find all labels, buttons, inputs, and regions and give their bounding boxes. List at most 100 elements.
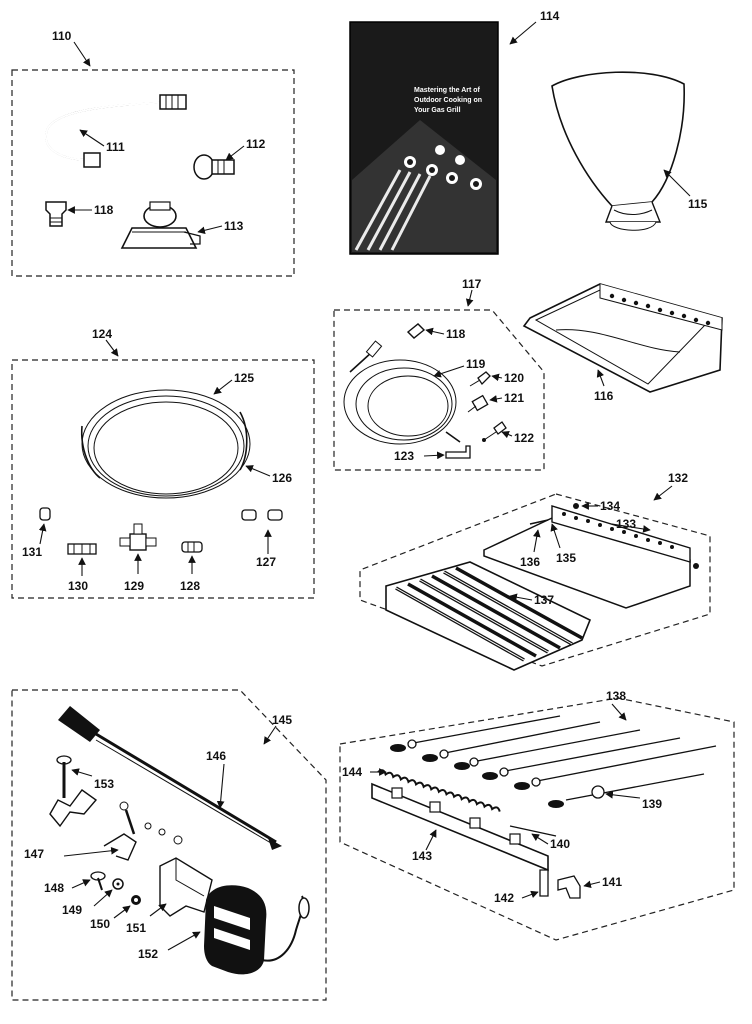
group-110: 110 111 112 118 — [11, 29, 295, 277]
part-label-130: 130 — [68, 579, 88, 593]
part-122-terminal: 122 — [482, 421, 534, 445]
part-label-139: 139 — [642, 797, 662, 811]
part-128-nut: 128 — [180, 541, 203, 593]
part-label-122: 122 — [514, 431, 534, 445]
group-132: 132 133 134 135 — [359, 471, 711, 671]
part-152-motor: 152 — [138, 885, 310, 975]
part-149-washer: 149 — [62, 878, 124, 917]
group-138-box — [339, 697, 735, 941]
group-124: 124 125 126 131 130 — [11, 327, 315, 599]
part-label-131: 131 — [22, 545, 42, 559]
group-110-box — [11, 69, 295, 277]
part-label-146: 146 — [206, 749, 226, 763]
group-132-box — [359, 493, 711, 667]
part-label-153: 153 — [94, 777, 114, 791]
part-label-110: 110 — [52, 29, 72, 43]
part-label-121: 121 — [504, 391, 524, 405]
part-118-electrode: 118 — [406, 323, 466, 341]
part-label-137: 137 — [534, 593, 554, 607]
part-118-fitting: 118 — [45, 201, 114, 227]
part-label-134: 134 — [600, 499, 620, 513]
part-label-135: 135 — [556, 551, 576, 565]
part-151-motor-bracket: 151 — [126, 857, 213, 935]
part-120-clip: 120 — [469, 371, 524, 387]
part-label-149: 149 — [62, 903, 82, 917]
part-label-129: 129 — [124, 579, 144, 593]
part-label-151: 151 — [126, 921, 146, 935]
part-147-bracket: 147 — [24, 789, 137, 861]
part-131-fitting: 131 — [22, 507, 51, 559]
part-label-145: 145 — [272, 713, 292, 727]
part-140-rod: 140 — [509, 825, 570, 851]
part-125-tubing: 125 — [80, 371, 254, 499]
part-150-nut: 150 — [90, 895, 141, 931]
part-label-150: 150 — [90, 917, 110, 931]
part-116-shelf: 116 — [522, 283, 723, 403]
part-136-bolt: 136 — [520, 519, 549, 569]
part-144-spring: 144 — [342, 765, 501, 812]
part-115-cover: 115 — [551, 71, 708, 231]
part-112-fitting: 112 — [193, 137, 266, 180]
part-label-119: 119 — [466, 357, 486, 371]
part-139-skewers: 139 — [390, 715, 717, 811]
group-124-box — [11, 359, 315, 599]
part-label-118a: 118 — [94, 203, 114, 217]
part-label-116: 116 — [594, 389, 614, 403]
part-label-112: 112 — [246, 137, 266, 151]
part-label-114: 114 — [540, 9, 560, 23]
part-label-123: 123 — [394, 449, 414, 463]
group-145: 145 146 153 147 — [11, 689, 327, 1001]
part-label-141: 141 — [602, 875, 622, 889]
group-117-box — [333, 309, 545, 471]
group-117: 117 119 118 120 — [333, 277, 545, 471]
part-111-hose: 111 — [45, 94, 187, 168]
part-153-screw: 153 — [56, 755, 136, 835]
part-label-120: 120 — [504, 371, 524, 385]
part-121-connector: 121 — [467, 391, 524, 413]
part-label-140: 140 — [550, 837, 570, 851]
part-135-washer: 135 — [550, 523, 576, 565]
part-label-128: 128 — [180, 579, 200, 593]
part-label-132: 132 — [668, 471, 688, 485]
part-119-wire: 119 — [343, 340, 486, 445]
part-141-bracket: 141 — [557, 875, 622, 899]
leader-110 — [73, 41, 91, 67]
part-label-118b: 118 — [446, 327, 466, 341]
part-129-tee: 129 — [119, 523, 157, 593]
part-label-111: 111 — [106, 140, 125, 154]
part-label-136: 136 — [520, 555, 540, 569]
part-148-screw: 148 — [44, 871, 106, 895]
part-label-152: 152 — [138, 947, 158, 961]
part-label-113: 113 — [224, 219, 244, 233]
part-114-manual: Mastering the Art of Outdoor Cooking on … — [349, 9, 560, 255]
part-label-142: 142 — [494, 891, 514, 905]
part-label-127: 127 — [256, 555, 276, 569]
part-130-union: 130 — [67, 543, 97, 593]
part-label-143: 143 — [412, 849, 432, 863]
part-label-138: 138 — [606, 689, 626, 703]
part-137-cooking-grid: 137 — [385, 561, 592, 671]
part-label-148: 148 — [44, 881, 64, 895]
part-113-regulator: 113 — [120, 201, 244, 249]
part-label-115: 115 — [688, 197, 708, 211]
part-142-bracket: 142 — [494, 869, 549, 905]
part-label-117: 117 — [462, 277, 482, 291]
part-label-147: 147 — [24, 847, 44, 861]
manual-title-line3: Your Gas Grill — [414, 107, 461, 114]
group-145-box — [11, 689, 327, 1001]
manual-title-line1: Mastering the Art of — [414, 87, 481, 94]
part-134-screw: 134 — [573, 499, 620, 513]
part-label-124: 124 — [92, 327, 112, 341]
part-label-126: 126 — [272, 471, 292, 485]
part-label-144: 144 — [342, 765, 362, 779]
part-label-133: 133 — [616, 517, 636, 531]
part-126-tubing: 126 — [245, 465, 292, 485]
part-127-sleeves: 127 — [241, 509, 283, 569]
part-123-bracket: 123 — [394, 445, 471, 463]
part-146-spit-rod: 146 — [58, 706, 282, 850]
part-133-rack: 133 — [483, 505, 699, 609]
manual-title-line2: Outdoor Cooking on — [414, 97, 482, 104]
part-label-125: 125 — [234, 371, 254, 385]
group-138: 138 139 — [339, 689, 735, 941]
